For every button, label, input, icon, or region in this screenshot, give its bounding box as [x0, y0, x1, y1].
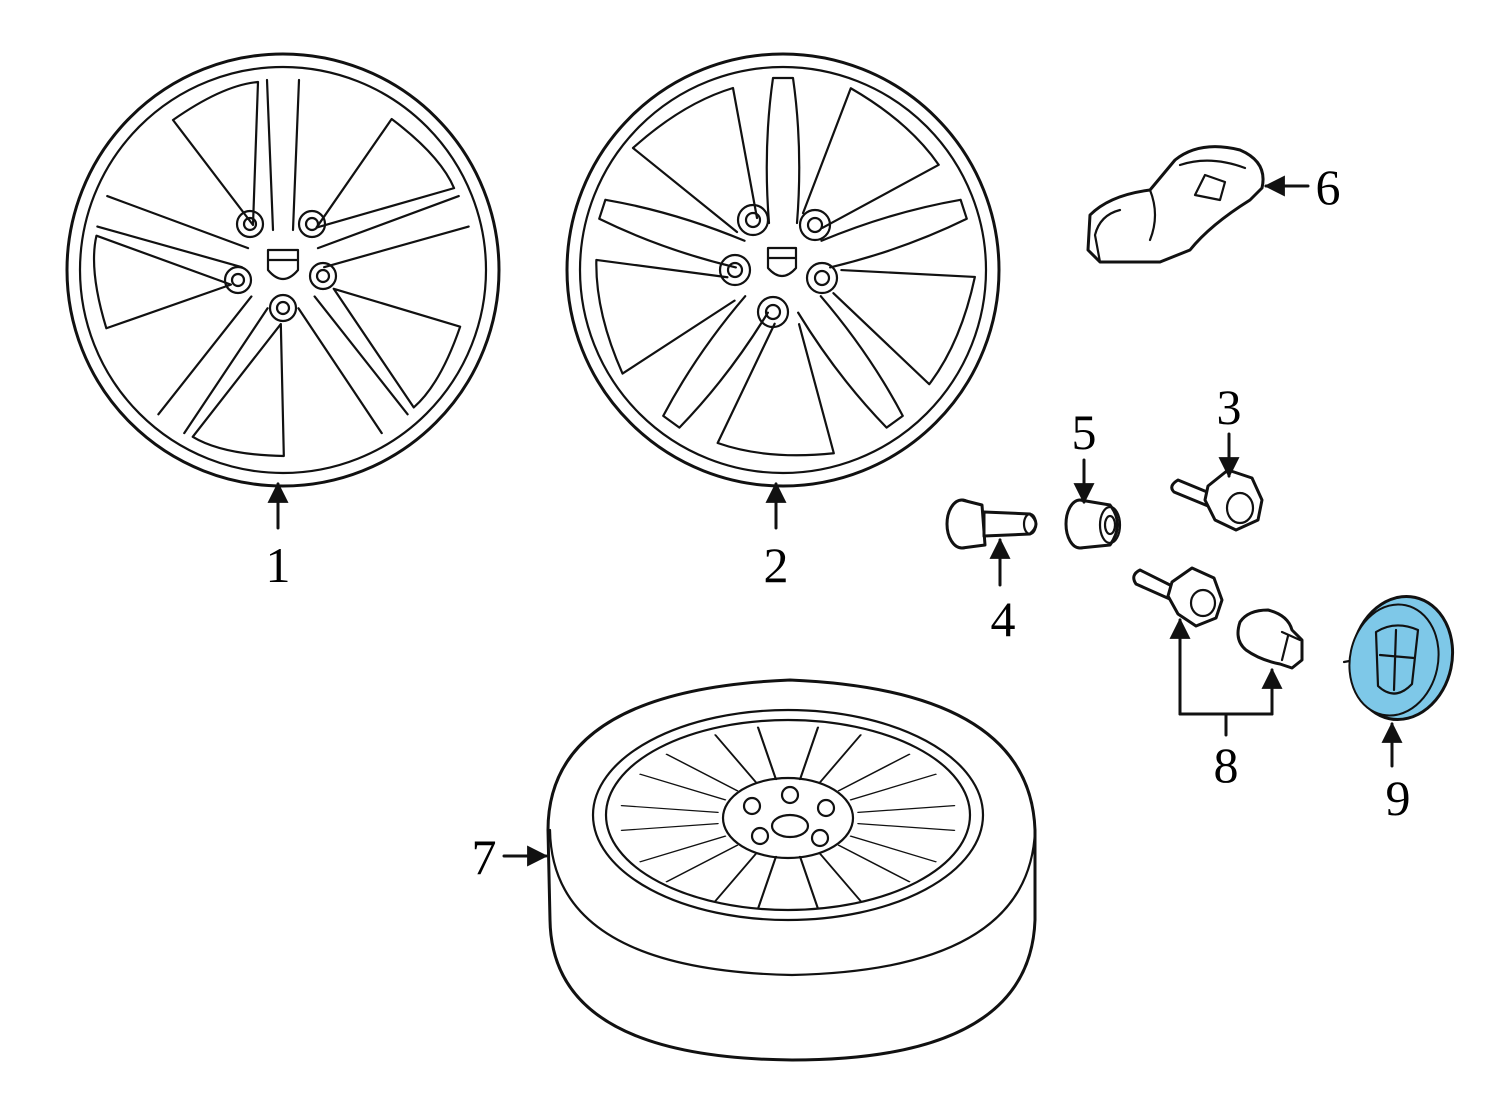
callout-8: 8: [1214, 737, 1239, 793]
callout-5: 5: [1072, 404, 1097, 460]
wheel-2-spokes: [554, 65, 1018, 511]
callout-3: 3: [1217, 379, 1242, 435]
grommet-part-5[interactable]: [1064, 498, 1122, 550]
crest-icon: [766, 246, 798, 278]
callout-labels: 1 2 3 4 5 6 7 8 9: [266, 159, 1411, 885]
wheel-1-hub: [223, 209, 338, 323]
callout-2: 2: [764, 537, 789, 593]
wheel-2-hub: [718, 203, 839, 329]
wheel-tire-assembly-part-7[interactable]: [546, 678, 1037, 1062]
callout-6: 6: [1316, 159, 1341, 215]
leader-8: [1178, 712, 1274, 737]
leader-lines: [267, 175, 1403, 867]
callout-7: 7: [472, 829, 497, 885]
lock-bolt-set-part-8[interactable]: [1132, 566, 1304, 670]
crest-icon: [1374, 624, 1420, 695]
wheel-part-1[interactable]: [65, 52, 501, 490]
tpms-sensor-part-6[interactable]: [1086, 145, 1265, 264]
wheel-7-spokes: [620, 726, 956, 910]
valve-stem-part-4[interactable]: [945, 498, 1038, 550]
callout-9: 9: [1386, 770, 1411, 826]
lug-bolt-part-3[interactable]: [1170, 468, 1264, 532]
crest-icon: [266, 248, 300, 281]
wheel-1-spokes: [67, 78, 485, 490]
wheel-part-2[interactable]: [554, 52, 1018, 511]
callout-1: 1: [266, 537, 291, 593]
center-cap-part-9[interactable]: [1339, 587, 1463, 729]
callout-4: 4: [991, 591, 1016, 647]
